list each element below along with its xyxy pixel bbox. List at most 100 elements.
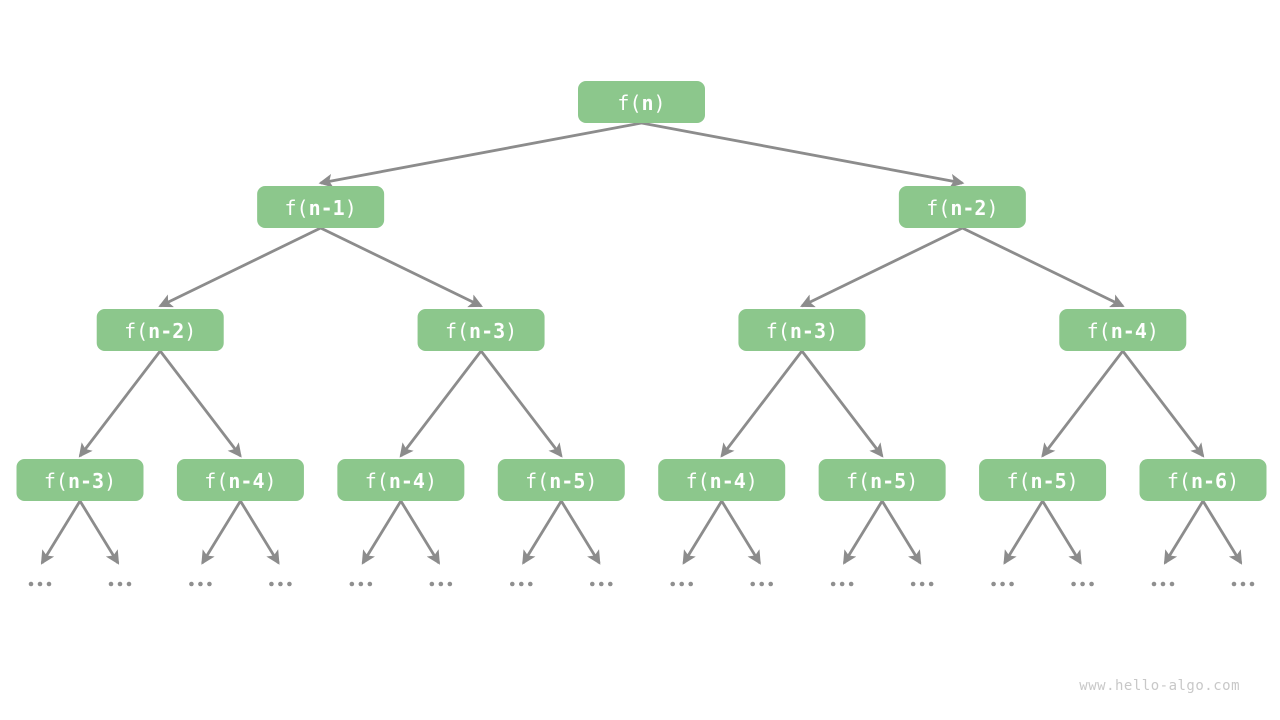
ellipsis-dot: [928, 581, 934, 587]
node-label: f(n-4): [204, 469, 276, 493]
edge-arrow: [399, 350, 483, 458]
tree-node: f(n-3): [417, 309, 545, 351]
node-box: [1059, 309, 1187, 351]
node-label: f(n-4): [365, 469, 437, 493]
ellipsis-leaf: [589, 581, 613, 587]
ellipsis-dot: [679, 581, 685, 587]
node-box: [96, 309, 224, 351]
tree-node: f(n): [578, 81, 705, 123]
ellipsis-dot: [518, 581, 524, 587]
ellipsis-dot: [37, 581, 43, 587]
tree-node: f(n-5): [979, 459, 1107, 501]
ellipsis-dot: [198, 581, 203, 587]
edge-arrow: [399, 500, 441, 565]
ellipsis-dot: [991, 581, 996, 587]
edge-arrow: [720, 350, 804, 458]
node-label: f(n-5): [846, 469, 918, 493]
node-box: [497, 459, 625, 501]
ellipsis-dot: [269, 581, 274, 587]
ellipsis-dot: [670, 581, 676, 587]
edge-arrow: [800, 350, 884, 458]
node-box: [898, 186, 1026, 228]
edge-arrow: [1003, 500, 1044, 565]
node-box: [257, 186, 385, 228]
ellipsis-leaf: [670, 581, 694, 587]
ellipsis-dot: [919, 581, 925, 587]
ellipsis-dot: [830, 581, 836, 587]
ellipsis-leaf: [830, 581, 854, 587]
edge-arrow: [1041, 350, 1124, 458]
edge-arrow: [40, 500, 82, 565]
watermark: www.hello-algo.com: [1079, 678, 1240, 694]
node-box: [658, 459, 786, 501]
node-box: [337, 459, 465, 501]
edge-arrow: [361, 500, 403, 565]
ellipsis-leaf: [349, 581, 373, 587]
ellipsis-dot: [839, 581, 845, 587]
ellipsis-dot: [1000, 581, 1005, 587]
ellipsis-dot: [429, 581, 435, 587]
node-label: f(n-3): [766, 319, 838, 343]
ellipsis-dot: [438, 581, 444, 587]
ellipsis-dot: [1080, 581, 1085, 587]
ellipsis-leaf: [1231, 581, 1255, 587]
edge-arrow: [1121, 350, 1205, 458]
edge-arrow: [641, 121, 965, 188]
ellipsis-leaf: [108, 581, 132, 587]
ellipsis-leaf: [1151, 581, 1175, 587]
edge-arrow: [158, 226, 322, 308]
edge-arrow: [961, 226, 1125, 308]
ellipsis-leaf: [28, 581, 52, 587]
edge-arrow: [800, 226, 963, 308]
node-box: [176, 459, 304, 501]
ellipsis-dot: [750, 581, 756, 587]
tree-node: f(n-5): [818, 459, 946, 501]
edge-arrow: [318, 121, 642, 188]
edge-arrow: [682, 500, 723, 565]
node-label: f(n): [617, 91, 665, 115]
node-box: [979, 459, 1107, 501]
ellipsis-dot: [598, 581, 604, 587]
node-label: f(n-4): [1087, 319, 1159, 343]
node-label: f(n-3): [44, 469, 116, 493]
edge-arrow: [320, 226, 483, 308]
ellipsis-dot: [108, 581, 114, 587]
ellipsis-leaf: [991, 581, 1014, 587]
ellipsis-dot: [117, 581, 123, 587]
tree-node: f(n-2): [898, 186, 1026, 228]
ellipsis-dot: [28, 581, 34, 587]
edge-arrow: [522, 500, 563, 565]
tree-node: f(n-3): [738, 309, 866, 351]
node-label: f(n-2): [124, 319, 196, 343]
ellipsis-leaf: [910, 581, 934, 587]
edge-arrow: [880, 500, 922, 565]
node-box: [16, 459, 144, 501]
node-label: f(n-1): [285, 196, 357, 220]
tree-node: f(n-3): [16, 459, 144, 501]
edge-arrow: [159, 350, 242, 458]
ellipsis-dot: [688, 581, 694, 587]
ellipsis-dot: [910, 581, 916, 587]
ellipsis-dot: [46, 581, 52, 587]
node-box: [578, 81, 705, 123]
ellipsis-dot: [1071, 581, 1076, 587]
node-label: f(n-3): [445, 319, 517, 343]
node-label: f(n-5): [525, 469, 597, 493]
ellipsis-dot: [278, 581, 283, 587]
node-box: [1139, 459, 1267, 501]
node-box: [417, 309, 545, 351]
ellipsis-dot: [1169, 581, 1175, 587]
ellipsis-dot: [447, 581, 453, 587]
edge-arrow: [720, 500, 761, 565]
edge-arrow: [479, 350, 563, 458]
ellipsis-dot: [607, 581, 613, 587]
edge-arrow: [1163, 500, 1205, 565]
ellipsis-dot: [1160, 581, 1166, 587]
ellipsis-dot: [759, 581, 765, 587]
ellipsis-dot: [527, 581, 533, 587]
node-label: f(n-4): [686, 469, 758, 493]
node-box: [738, 309, 866, 351]
ellipsis-dot: [1240, 581, 1246, 587]
ellipsis-leaf: [750, 581, 774, 587]
